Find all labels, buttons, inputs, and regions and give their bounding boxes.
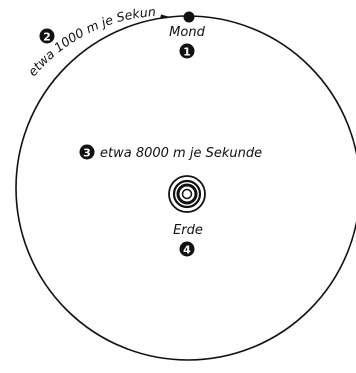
earth-number-marker: 4 bbox=[180, 242, 195, 257]
svg-text:2: 2 bbox=[43, 31, 51, 44]
moon-speed-marker: 2 bbox=[40, 29, 55, 44]
earth-speed-label: etwa 8000 m je Sekunde bbox=[100, 146, 262, 161]
svg-text:4: 4 bbox=[183, 244, 191, 257]
earth-label: Erde bbox=[173, 223, 203, 238]
moon-label: Mond bbox=[169, 25, 205, 40]
earth-speed-marker: 3 bbox=[80, 145, 95, 160]
earth-icon bbox=[169, 176, 205, 212]
svg-text:3: 3 bbox=[83, 147, 91, 160]
moon-dot bbox=[184, 12, 195, 23]
moon-number-marker: 1 bbox=[180, 44, 195, 59]
moon-orbit-circle bbox=[16, 16, 356, 360]
svg-text:1: 1 bbox=[183, 46, 191, 59]
moon-speed-label: etwa 1000 m je Sekunde bbox=[0, 0, 156, 79]
